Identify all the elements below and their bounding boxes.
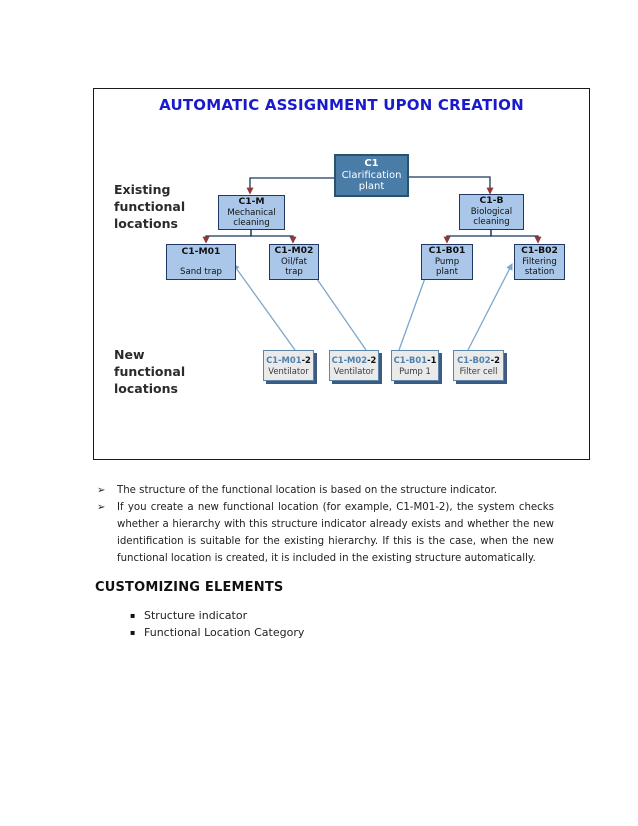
connector-lines	[202, 176, 542, 351]
node-new-c1-b01-1: C1-B01-1 Pump 1	[391, 350, 439, 381]
bullet-text: If you create a new functional location …	[117, 502, 554, 564]
list-item-text: Structure indicator	[144, 609, 248, 622]
node-code-line: C1-M01-2	[266, 355, 311, 365]
node-code: C1	[364, 157, 379, 169]
list-item: ▪ Functional Location Category	[130, 624, 638, 641]
node-code: C1-M02	[274, 245, 314, 257]
bullet-item: ➢ If you create a new functional locatio…	[97, 499, 554, 567]
node-desc: Ventilator	[333, 365, 375, 376]
bullet-item: ➢ The structure of the functional locati…	[97, 482, 554, 499]
arrow-bullet-icon: ➢	[97, 502, 106, 513]
body-text-section: ➢ The structure of the functional locati…	[0, 482, 638, 641]
node-desc: Sand trap	[180, 266, 222, 277]
node-desc: Pump 1	[399, 365, 431, 376]
node-code-line: C1-B01-1	[393, 355, 437, 365]
node-code: C1-M	[238, 195, 265, 207]
node-desc: Clarification plant	[341, 169, 402, 193]
node-code: C1-B	[479, 195, 504, 207]
node-new-c1-m01-2: C1-M01-2 Ventilator	[263, 350, 314, 381]
node-c1-m: C1-M Mechanical cleaning	[218, 195, 285, 230]
node-code-line: C1-M02-2	[331, 355, 377, 365]
node-desc: Pump plant	[434, 257, 460, 278]
diagram-title: AUTOMATIC ASSIGNMENT UPON CREATION	[159, 96, 524, 114]
node-code: C1-B01	[428, 245, 466, 257]
node-desc: Filter cell	[459, 365, 498, 376]
node-c1-m01: C1-M01 Sand trap	[166, 244, 236, 280]
list-item-text: Functional Location Category	[144, 626, 305, 639]
node-code: C1-M01	[181, 246, 221, 257]
existing-locations-label: Existing functional locations	[114, 182, 186, 231]
bullet-text: The structure of the functional location…	[117, 485, 498, 496]
node-new-c1-m02-2: C1-M02-2 Ventilator	[329, 350, 379, 381]
sub-bullet-list: ▪ Structure indicator ▪ Functional Locat…	[0, 607, 638, 641]
customizing-elements-heading: CUSTOMIZING ELEMENTS	[95, 580, 284, 595]
hierarchy-tree-lines	[202, 176, 542, 244]
node-code-line: C1-B02-2	[457, 355, 500, 365]
node-desc: Mechanical cleaning	[227, 207, 276, 228]
new-locations-label: New functional locations	[114, 347, 186, 396]
square-bullet-icon: ▪	[130, 628, 136, 637]
node-desc: Oil/fat trap	[280, 257, 308, 278]
node-code: C1-B02	[521, 245, 558, 257]
square-bullet-icon: ▪	[130, 611, 136, 620]
list-item: ▪ Structure indicator	[130, 607, 638, 624]
node-c1-b02: C1-B02 Filtering station	[514, 244, 565, 280]
node-desc: Ventilator	[268, 365, 309, 376]
arrow-bullet-icon: ➢	[97, 485, 106, 496]
node-desc: Biological cleaning	[470, 207, 513, 228]
diagram-frame: AUTOMATIC ASSIGNMENT UPON CREATION	[93, 88, 590, 460]
node-c1-m02: C1-M02 Oil/fat trap	[269, 244, 319, 280]
node-c1-root: C1 Clarification plant	[334, 154, 409, 197]
assignment-arrow-lines	[232, 261, 513, 351]
node-desc: Filtering station	[522, 257, 557, 278]
node-new-c1-b02-2: C1-B02-2 Filter cell	[453, 350, 504, 381]
node-c1-b: C1-B Biological cleaning	[459, 194, 524, 230]
node-c1-b01: C1-B01 Pump plant	[421, 244, 473, 280]
